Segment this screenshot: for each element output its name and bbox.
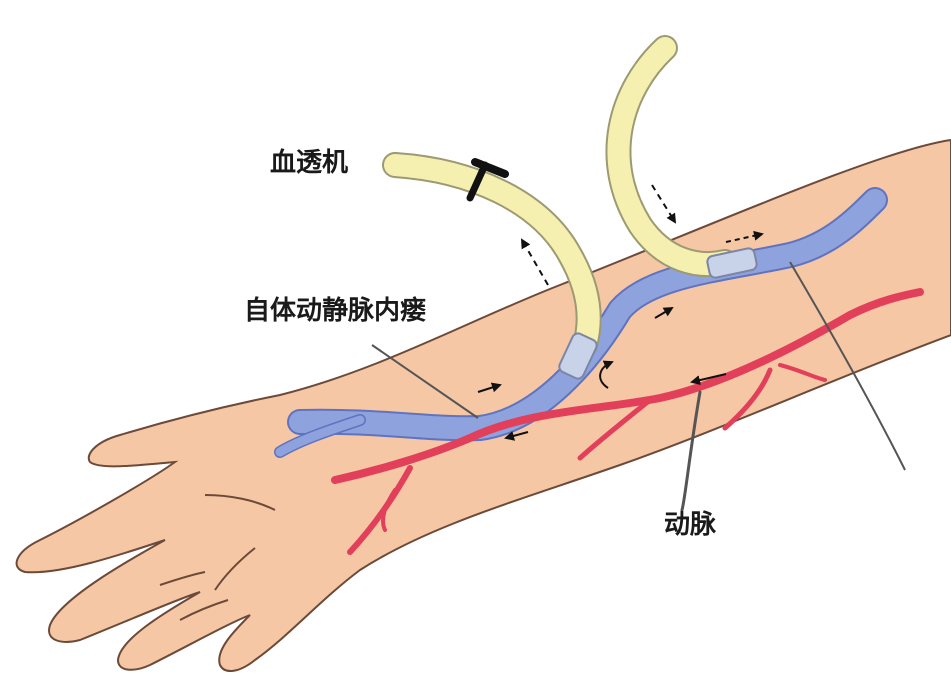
label-dialysis-machine: 血透机 <box>270 148 349 178</box>
needle-inflow <box>706 247 758 279</box>
arrow-fistula-icon <box>599 360 614 389</box>
flow-arrows <box>477 184 764 441</box>
needle-outflow <box>558 332 598 380</box>
arrow-artery-lower-icon <box>504 431 529 441</box>
artery <box>331 288 924 555</box>
arrow-vein-mid-icon <box>654 306 674 319</box>
tubing-outflow <box>382 152 602 358</box>
arrow-artery-upper-icon <box>690 373 727 386</box>
arrow-vein-lower-icon <box>477 382 502 393</box>
leader-fistula <box>371 344 479 419</box>
label-artery: 动脉 <box>664 510 717 540</box>
leader-lines <box>371 261 906 471</box>
label-av-fistula: 自体动静脉内瘘 <box>244 296 427 326</box>
finger-creases <box>159 494 276 621</box>
leader-vein <box>789 261 906 471</box>
arrow-from-machine-icon <box>651 184 677 224</box>
vein <box>274 187 888 458</box>
forearm <box>15 138 951 672</box>
arrow-vein-upper-icon <box>725 230 764 243</box>
clamp-icon <box>466 158 509 202</box>
tubing-inflow <box>605 35 738 277</box>
arrow-to-machine-icon <box>520 238 549 286</box>
